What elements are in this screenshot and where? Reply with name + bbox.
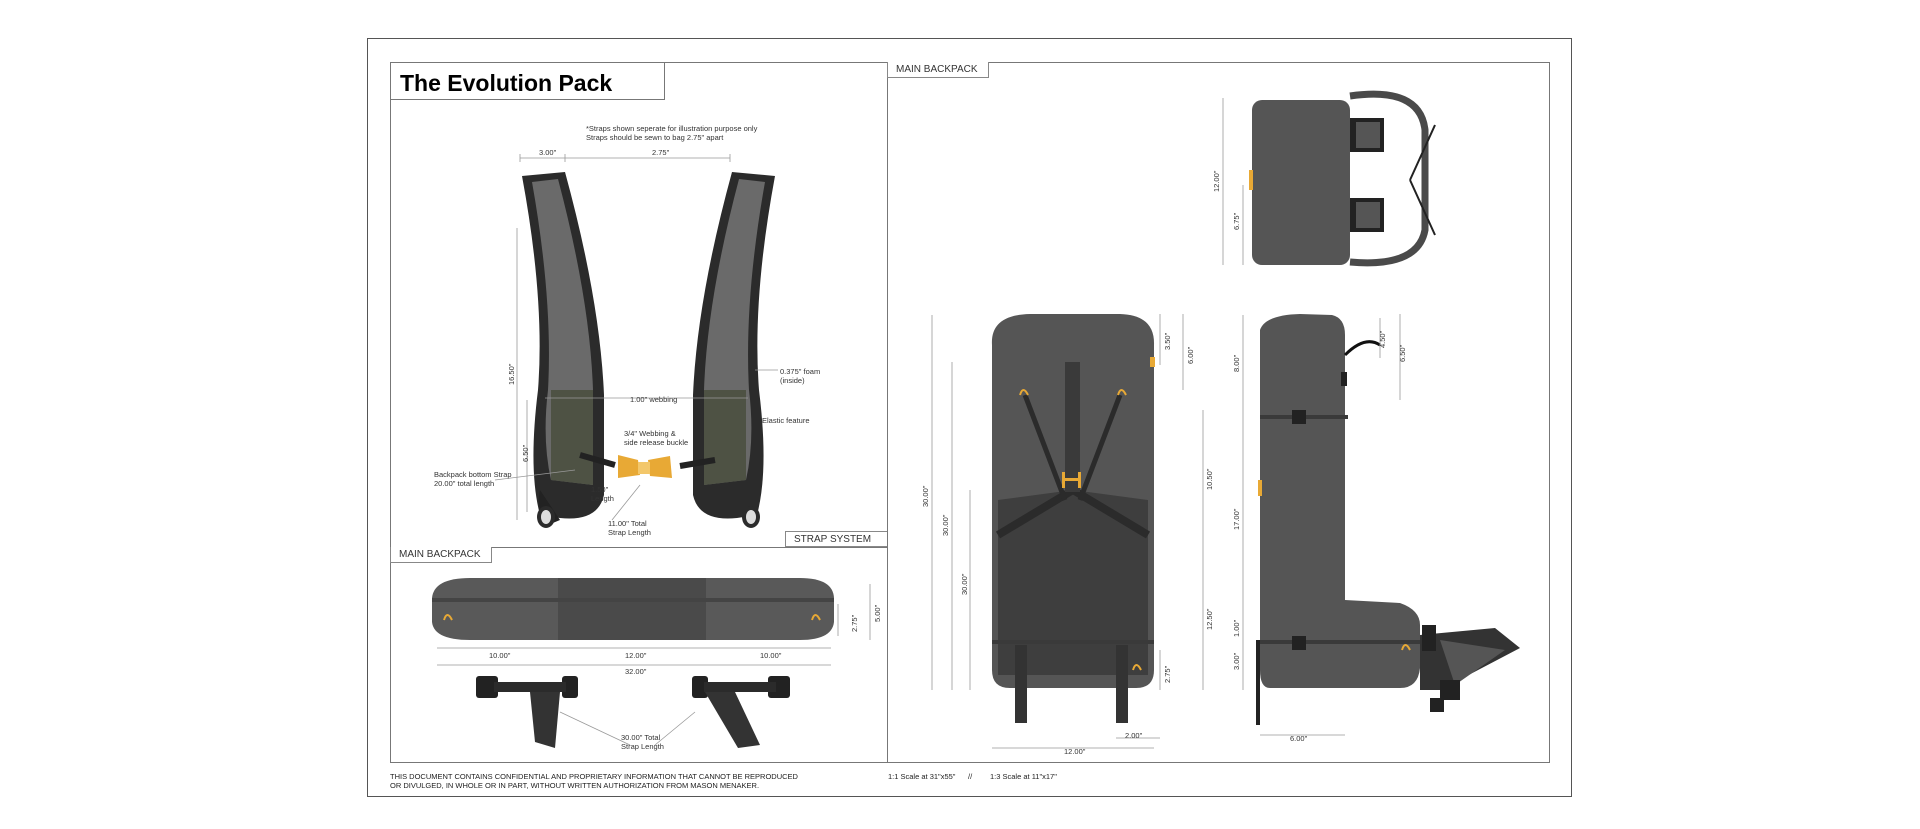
- dim-front-6-00: 6.00": [1186, 346, 1195, 364]
- dim-strap-6-50: 6.50": [521, 444, 530, 462]
- top-view-bag: [1249, 90, 1436, 267]
- legal-notice: THIS DOCUMENT CONTAINS CONFIDENTIAL AND …: [390, 772, 798, 790]
- dim-front-30-00-a: 30.00": [921, 485, 930, 507]
- dim-waist-5-00: 5.00": [873, 604, 882, 622]
- scale-1-3: 1:3 Scale at 11"x17": [990, 772, 1057, 781]
- label-webbing: 1.00" webbing: [630, 395, 678, 404]
- waist-strap-left: [476, 676, 578, 748]
- dim-side-4-50: 4.50": [1378, 330, 1387, 348]
- dim-waist-12-00: 12.00": [625, 651, 647, 660]
- label-foam: 0.375" foam (inside): [780, 367, 821, 385]
- scale-1-1: 1:1 Scale at 31"x55": [888, 772, 956, 781]
- dim-waist-2-75: 2.75": [850, 614, 859, 632]
- dim-front-2-75: 2.75": [1163, 665, 1172, 683]
- dim-side-6-00: 6.00": [1290, 734, 1308, 743]
- strap-note-2: Straps should be sewn to bag 2.75" apart: [586, 133, 724, 142]
- tab-main-backpack-bottom: MAIN BACKPACK: [390, 547, 492, 563]
- dim-side-3-00: 3.00": [1232, 652, 1241, 670]
- label-elastic: Elastic feature: [762, 416, 810, 425]
- left-shoulder-strap: [522, 172, 604, 528]
- panel-divider-horizontal: [390, 547, 887, 548]
- dim-front-10-50: 10.50": [1205, 468, 1214, 490]
- dim-waist-10-00-left: 10.00": [489, 651, 511, 660]
- dim-front-2-00: 2.00": [1125, 731, 1143, 740]
- dim-side-8-00: 8.00": [1232, 354, 1241, 372]
- dim-top-12-00: 12.00": [1212, 170, 1221, 192]
- dim-top-6-75: 6.75": [1232, 212, 1241, 230]
- panel-divider-vertical: [887, 62, 888, 762]
- dim-waist-32-00: 32.00": [625, 667, 647, 676]
- scale-separator: //: [968, 772, 973, 781]
- front-view-bag: [991, 314, 1155, 723]
- label-bottom-strap: Backpack bottom Strap 20.00" total lengt…: [434, 470, 512, 488]
- label-total-11-00: 11.00" Total Strap Length: [608, 519, 651, 537]
- label-waist-total: 30.00" Total Strap Length: [621, 733, 664, 751]
- waist-strap-right: [692, 676, 790, 748]
- dim-front-30-00-c: 30.00": [960, 573, 969, 595]
- title-box: [390, 62, 665, 100]
- dim-strap-16-50: 16.50": [507, 363, 516, 385]
- dim-side-1-00: 1.00": [1232, 619, 1241, 637]
- waist-belt: [432, 578, 834, 640]
- dim-strap-2-75: 2.75": [652, 148, 670, 157]
- dim-strap-3-00: 3.00": [539, 148, 557, 157]
- dim-front-3-50: 3.50": [1163, 332, 1172, 350]
- label-length-1-50: 1.50" Length: [591, 485, 614, 503]
- tab-main-backpack-right: MAIN BACKPACK: [887, 62, 989, 78]
- side-view-bag: [1256, 314, 1520, 725]
- sternum-buckle: [579, 452, 716, 478]
- page-title: The Evolution Pack: [400, 70, 613, 96]
- dim-side-17-00: 17.00": [1232, 508, 1241, 530]
- dim-front-12-50: 12.50": [1205, 608, 1214, 630]
- dim-side-6-50: 6.50": [1398, 344, 1407, 362]
- strap-note-1: *Straps shown seperate for illustration …: [586, 124, 758, 133]
- dim-waist-10-00-right: 10.00": [760, 651, 782, 660]
- right-shoulder-strap: [693, 172, 775, 528]
- label-buckle: 3/4" Webbing & side release buckle: [624, 429, 689, 447]
- tab-strap-system: STRAP SYSTEM: [785, 531, 887, 547]
- dim-front-30-00-b: 30.00": [941, 514, 950, 536]
- dim-front-12-00-bottom: 12.00": [1064, 747, 1086, 756]
